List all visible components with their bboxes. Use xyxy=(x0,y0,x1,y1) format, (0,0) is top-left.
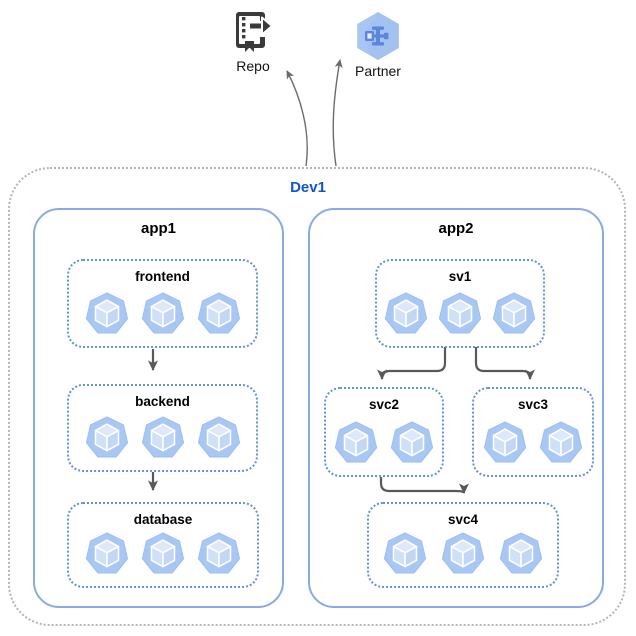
database-label: database xyxy=(133,512,193,527)
repo-label: Repo xyxy=(236,58,270,74)
pod-icon xyxy=(141,532,185,574)
environment-dev1-label: Dev1 xyxy=(290,179,326,196)
node-svc3: svc3 xyxy=(472,387,594,477)
pod-icon xyxy=(441,532,485,574)
node-svc4: svc4 xyxy=(367,502,559,588)
frontend-pods xyxy=(69,291,256,337)
pod-icon xyxy=(141,416,184,458)
pod-icon xyxy=(85,416,128,458)
pod-icon xyxy=(85,532,129,574)
svc2-label: svc2 xyxy=(368,397,400,412)
app2-label: app2 xyxy=(438,220,474,237)
node-sv1: sv1 xyxy=(375,259,545,348)
svc2-pods xyxy=(326,420,442,466)
frontend-label: frontend xyxy=(135,269,190,284)
pod-icon xyxy=(141,292,184,334)
environment-dev1-boundary xyxy=(8,167,626,626)
pod-icon xyxy=(197,416,240,458)
hexagon-partner-icon xyxy=(357,12,399,60)
backend-pods xyxy=(69,415,256,461)
svc4-label: svc4 xyxy=(447,512,479,527)
database-pods xyxy=(69,531,257,577)
pod-icon xyxy=(539,421,583,463)
sv1-pods xyxy=(377,291,543,337)
node-app1: app1 frontend backend database xyxy=(33,208,284,608)
pod-icon xyxy=(492,292,536,334)
node-app2: app2 sv1 svc2 svc3 svc4 xyxy=(308,208,604,608)
pod-icon xyxy=(197,532,241,574)
edge-dev1-repo xyxy=(286,70,308,167)
backend-label: backend xyxy=(135,394,190,409)
pod-icon xyxy=(499,532,543,574)
svc4-pods xyxy=(369,531,557,577)
svc3-pods xyxy=(474,420,592,466)
pod-icon xyxy=(390,421,434,463)
partner-label: Partner xyxy=(355,63,401,79)
sv1-label: sv1 xyxy=(448,269,472,284)
pod-icon xyxy=(197,292,240,334)
svc3-label: svc3 xyxy=(517,397,549,412)
pod-icon xyxy=(85,292,128,334)
app1-label: app1 xyxy=(140,220,176,237)
pod-icon xyxy=(334,421,378,463)
pod-icon xyxy=(438,292,482,334)
node-database: database xyxy=(67,502,259,588)
source-repository-icon xyxy=(236,12,273,52)
node-backend: backend xyxy=(67,384,258,472)
pod-icon xyxy=(384,292,428,334)
pod-icon xyxy=(483,421,527,463)
node-frontend: frontend xyxy=(67,259,258,348)
pod-icon xyxy=(383,532,427,574)
node-svc2: svc2 xyxy=(324,387,444,477)
